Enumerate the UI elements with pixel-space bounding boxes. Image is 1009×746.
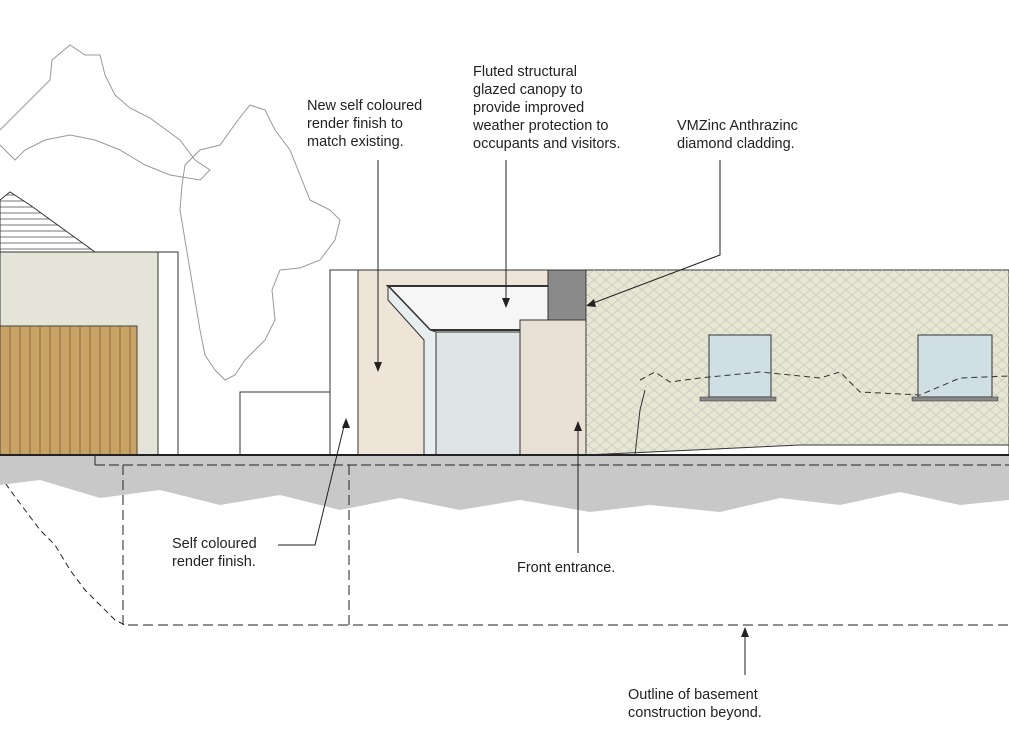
window-2 (917, 334, 993, 398)
window-2-sill (911, 396, 999, 402)
window-1-sill (699, 396, 777, 402)
tree-outline-center (179, 104, 341, 381)
hidden-line-vertical (634, 389, 646, 456)
leader-arrowheads (342, 298, 749, 637)
ground-band (0, 455, 1009, 512)
leader-lines (278, 160, 746, 675)
leader-render (278, 421, 346, 546)
timber-cladding-battens (9, 326, 131, 455)
leader-vmzinc (587, 160, 721, 306)
note-glazed-canopy: Fluted structural glazed canopy to provi… (473, 64, 621, 152)
left-house-corner (157, 251, 179, 456)
entrance-door-frame (519, 319, 587, 456)
entrance-glass (435, 331, 521, 456)
note-basement-outline: Outline of basement construction beyond. (628, 687, 762, 721)
basement-outline (122, 465, 1009, 626)
tree-outline-lower-left (0, 474, 126, 626)
timber-cladding (0, 325, 138, 456)
note-render-finish: Self coloured render finish. (172, 536, 257, 570)
zinc-column (547, 269, 587, 321)
window-1 (708, 334, 772, 398)
note-render-finish-new: New self coloured render finish to match… (307, 98, 423, 150)
garden-wall (239, 391, 331, 456)
hidden-line (639, 371, 1009, 396)
tree-outline-left (0, 44, 211, 181)
note-front-entrance: Front entrance. (517, 560, 616, 576)
note-vmzinc-cladding: VMZinc Anthrazinc diamond cladding. (677, 118, 798, 152)
left-roof (0, 191, 97, 253)
